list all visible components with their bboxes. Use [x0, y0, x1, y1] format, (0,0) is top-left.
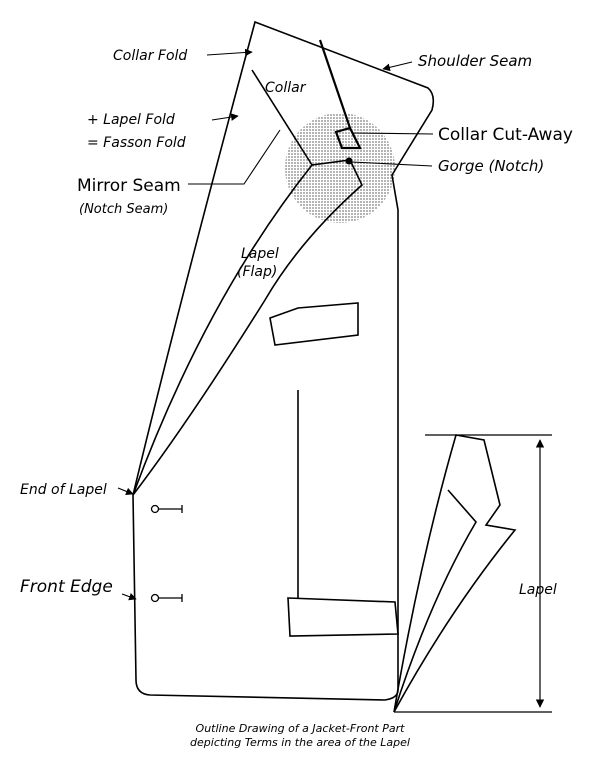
shoulder-seam-label: Shoulder Seam: [418, 52, 532, 70]
collar-cut-away-leader: [351, 132, 434, 135]
notch-seam-label: (Notch Seam): [79, 202, 168, 217]
collar-line: [251, 69, 313, 166]
jacket-front-outline: [132, 20, 435, 701]
buttonhole-upper: [150, 504, 183, 514]
lapel-flap-label-line2: (Flap): [237, 264, 277, 280]
front-edge-label: Front Edge: [20, 577, 113, 597]
gorge-notch-leader: [351, 161, 433, 167]
lapel-fold-leader: [211, 113, 239, 121]
lapel-outline: [132, 159, 363, 496]
caption-line-1: Outline Drawing of a Jacket-Front Part: [195, 722, 405, 735]
hip-pocket: [287, 597, 399, 637]
inset-lapel-inner-line: [393, 489, 477, 713]
mirror-seam-leader: [188, 129, 281, 185]
front-edge-leader: [121, 593, 137, 601]
gorge-shaded-area: [285, 113, 395, 223]
inset-lapel-outline: [393, 434, 517, 713]
gorge-notch-label: Gorge (Notch): [438, 157, 544, 175]
collar-label: Collar: [265, 80, 307, 96]
end-of-lapel-leader: [117, 487, 134, 496]
shoulder-seam-leader: [382, 61, 413, 72]
caption-line-2: depicting Terms in the area of the Lapel: [190, 736, 410, 749]
mirror-seam-label: Mirror Seam: [77, 176, 181, 196]
gorge-notch-dot: [345, 157, 353, 165]
collar-fold-label: Collar Fold: [113, 48, 187, 64]
buttonhole-lower: [150, 593, 183, 603]
collar-cut-away-line: [318, 39, 362, 150]
lapel-dimension-label: Lapel: [519, 582, 557, 598]
end-of-lapel-label: End of Lapel: [20, 482, 107, 498]
collar-fold-leader: [206, 48, 253, 57]
lapel-fold-label: + Lapel Fold: [87, 112, 175, 128]
diagram-caption: Outline Drawing of a Jacket-Front Part d…: [0, 722, 600, 750]
lapel-flap-label-line1: Lapel: [241, 246, 279, 262]
fasson-fold-label: = Fasson Fold: [87, 135, 186, 151]
collar-cut-away-label: Collar Cut-Away: [438, 125, 573, 145]
breast-pocket: [269, 302, 359, 346]
